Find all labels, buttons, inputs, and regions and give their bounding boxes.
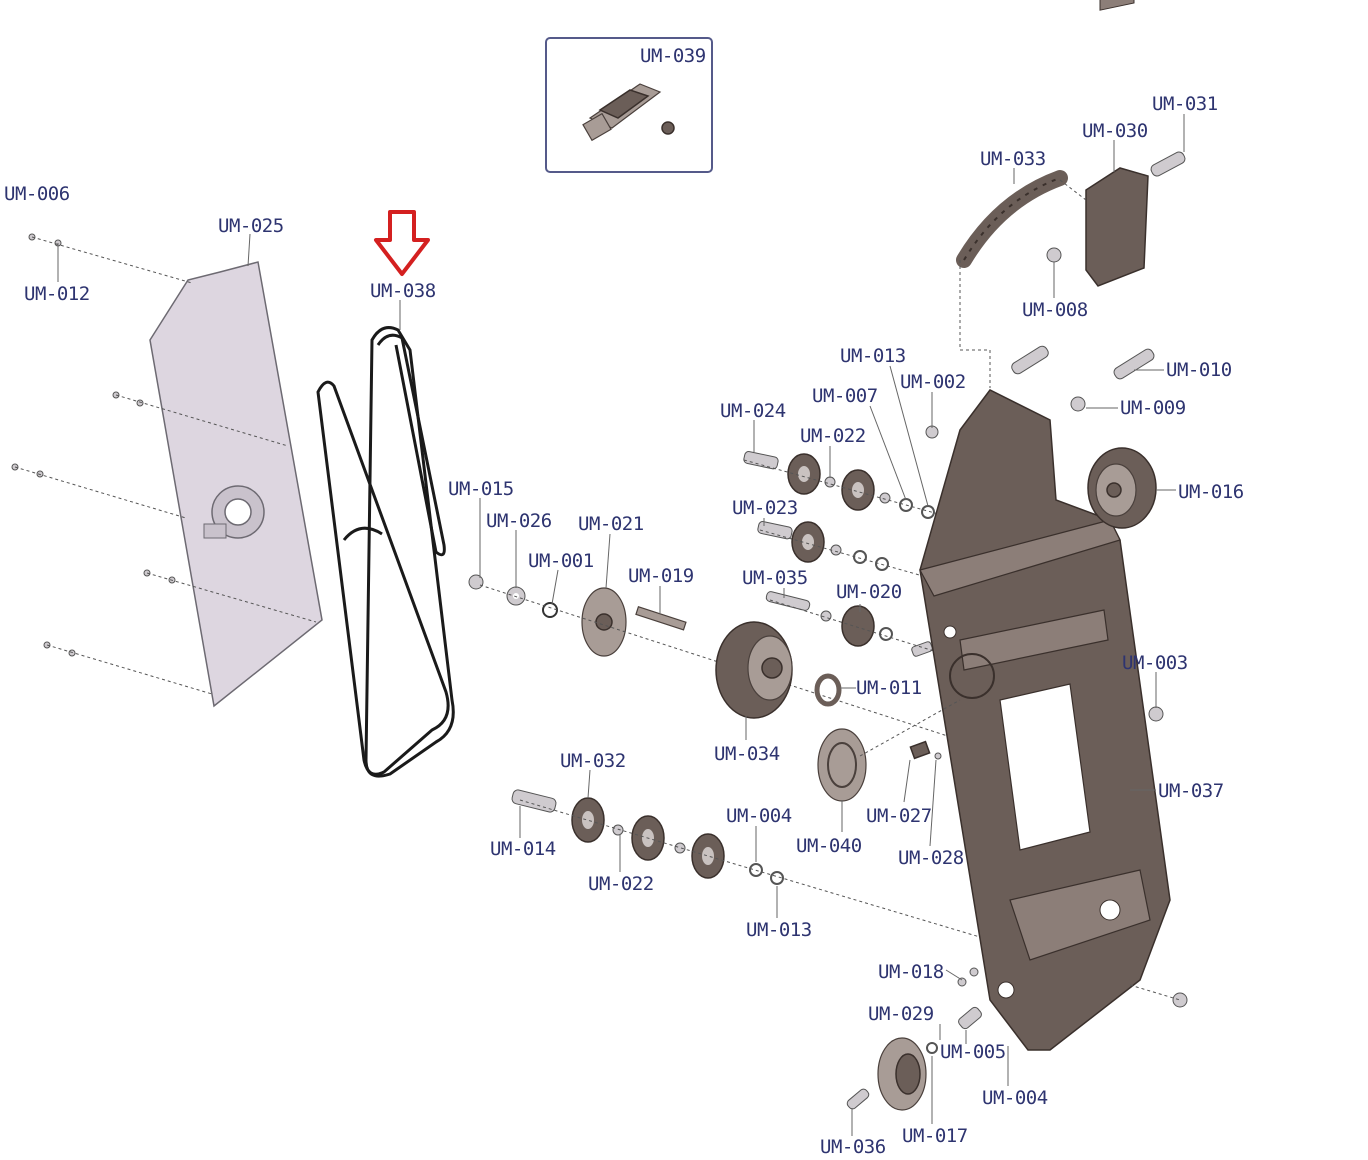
label-um010: UM-010 [1166,359,1232,381]
main-frame [919,389,1171,1051]
label-um040: UM-040 [796,835,862,857]
label-um026: UM-026 [486,510,552,532]
label-um012: UM-012 [24,283,90,305]
label-um021: UM-021 [578,513,644,535]
label-um031: UM-031 [1152,93,1218,115]
label-um002: UM-002 [900,371,966,393]
leader-lines [247,114,1185,1136]
label-um006: UM-006 [4,183,70,205]
label-um038: UM-038 [370,280,436,302]
label-um015: UM-015 [448,478,514,500]
part-labels: UM-006 UM-012 UM-025 UM-038 UM-015 UM-02… [4,93,1244,1158]
label-um027: UM-027 [866,805,932,827]
label-um008: UM-008 [1022,299,1088,321]
lower-rollers [511,789,991,941]
label-um007: UM-007 [812,385,878,407]
label-um017: UM-017 [902,1125,968,1147]
display-unit [1046,0,1186,287]
label-um029: UM-029 [868,1003,934,1025]
label-um035: UM-035 [742,567,808,589]
drive-belts [316,326,455,778]
label-um033: UM-033 [980,148,1046,170]
handle-grip [956,170,1068,268]
label-um019: UM-019 [628,565,694,587]
label-um028: UM-028 [898,847,964,869]
label-um011: UM-011 [856,677,922,699]
label-um030: UM-030 [1082,120,1148,142]
label-um034: UM-034 [714,743,780,765]
label-um013: UM-013 [840,345,906,367]
label-um025: UM-025 [218,215,284,237]
label-um003: UM-003 [1122,652,1188,674]
plate-screws [11,233,317,695]
label-um004: UM-004 [726,805,792,827]
label-um014: UM-014 [490,838,556,860]
down-arrow-icon [374,210,430,276]
label-um001: UM-001 [528,550,594,572]
pulley [1087,447,1157,529]
cover-plate [149,261,323,708]
label-um016: UM-016 [1178,481,1244,503]
label-um036: UM-036 [820,1136,886,1158]
label-um004-lower: UM-004 [982,1087,1048,1109]
label-um013-lower: UM-013 [746,919,812,941]
label-um023: UM-023 [732,497,798,519]
inset-box: UM-039 [545,37,713,173]
wheel [846,1037,938,1111]
label-um018: UM-018 [878,961,944,983]
inset-label: UM-039 [640,45,706,67]
label-um037: UM-037 [1158,780,1224,802]
upper-rollers [743,451,961,657]
label-um024: UM-024 [720,400,786,422]
hub-assembly [468,574,961,802]
frame-hardware [909,345,1188,1030]
label-um020: UM-020 [836,581,902,603]
label-um022: UM-022 [800,425,866,447]
clip-part [582,83,675,142]
label-um005: UM-005 [940,1041,1006,1063]
label-um022-lower: UM-022 [588,873,654,895]
label-um032: UM-032 [560,750,626,772]
label-um009: UM-009 [1120,397,1186,419]
